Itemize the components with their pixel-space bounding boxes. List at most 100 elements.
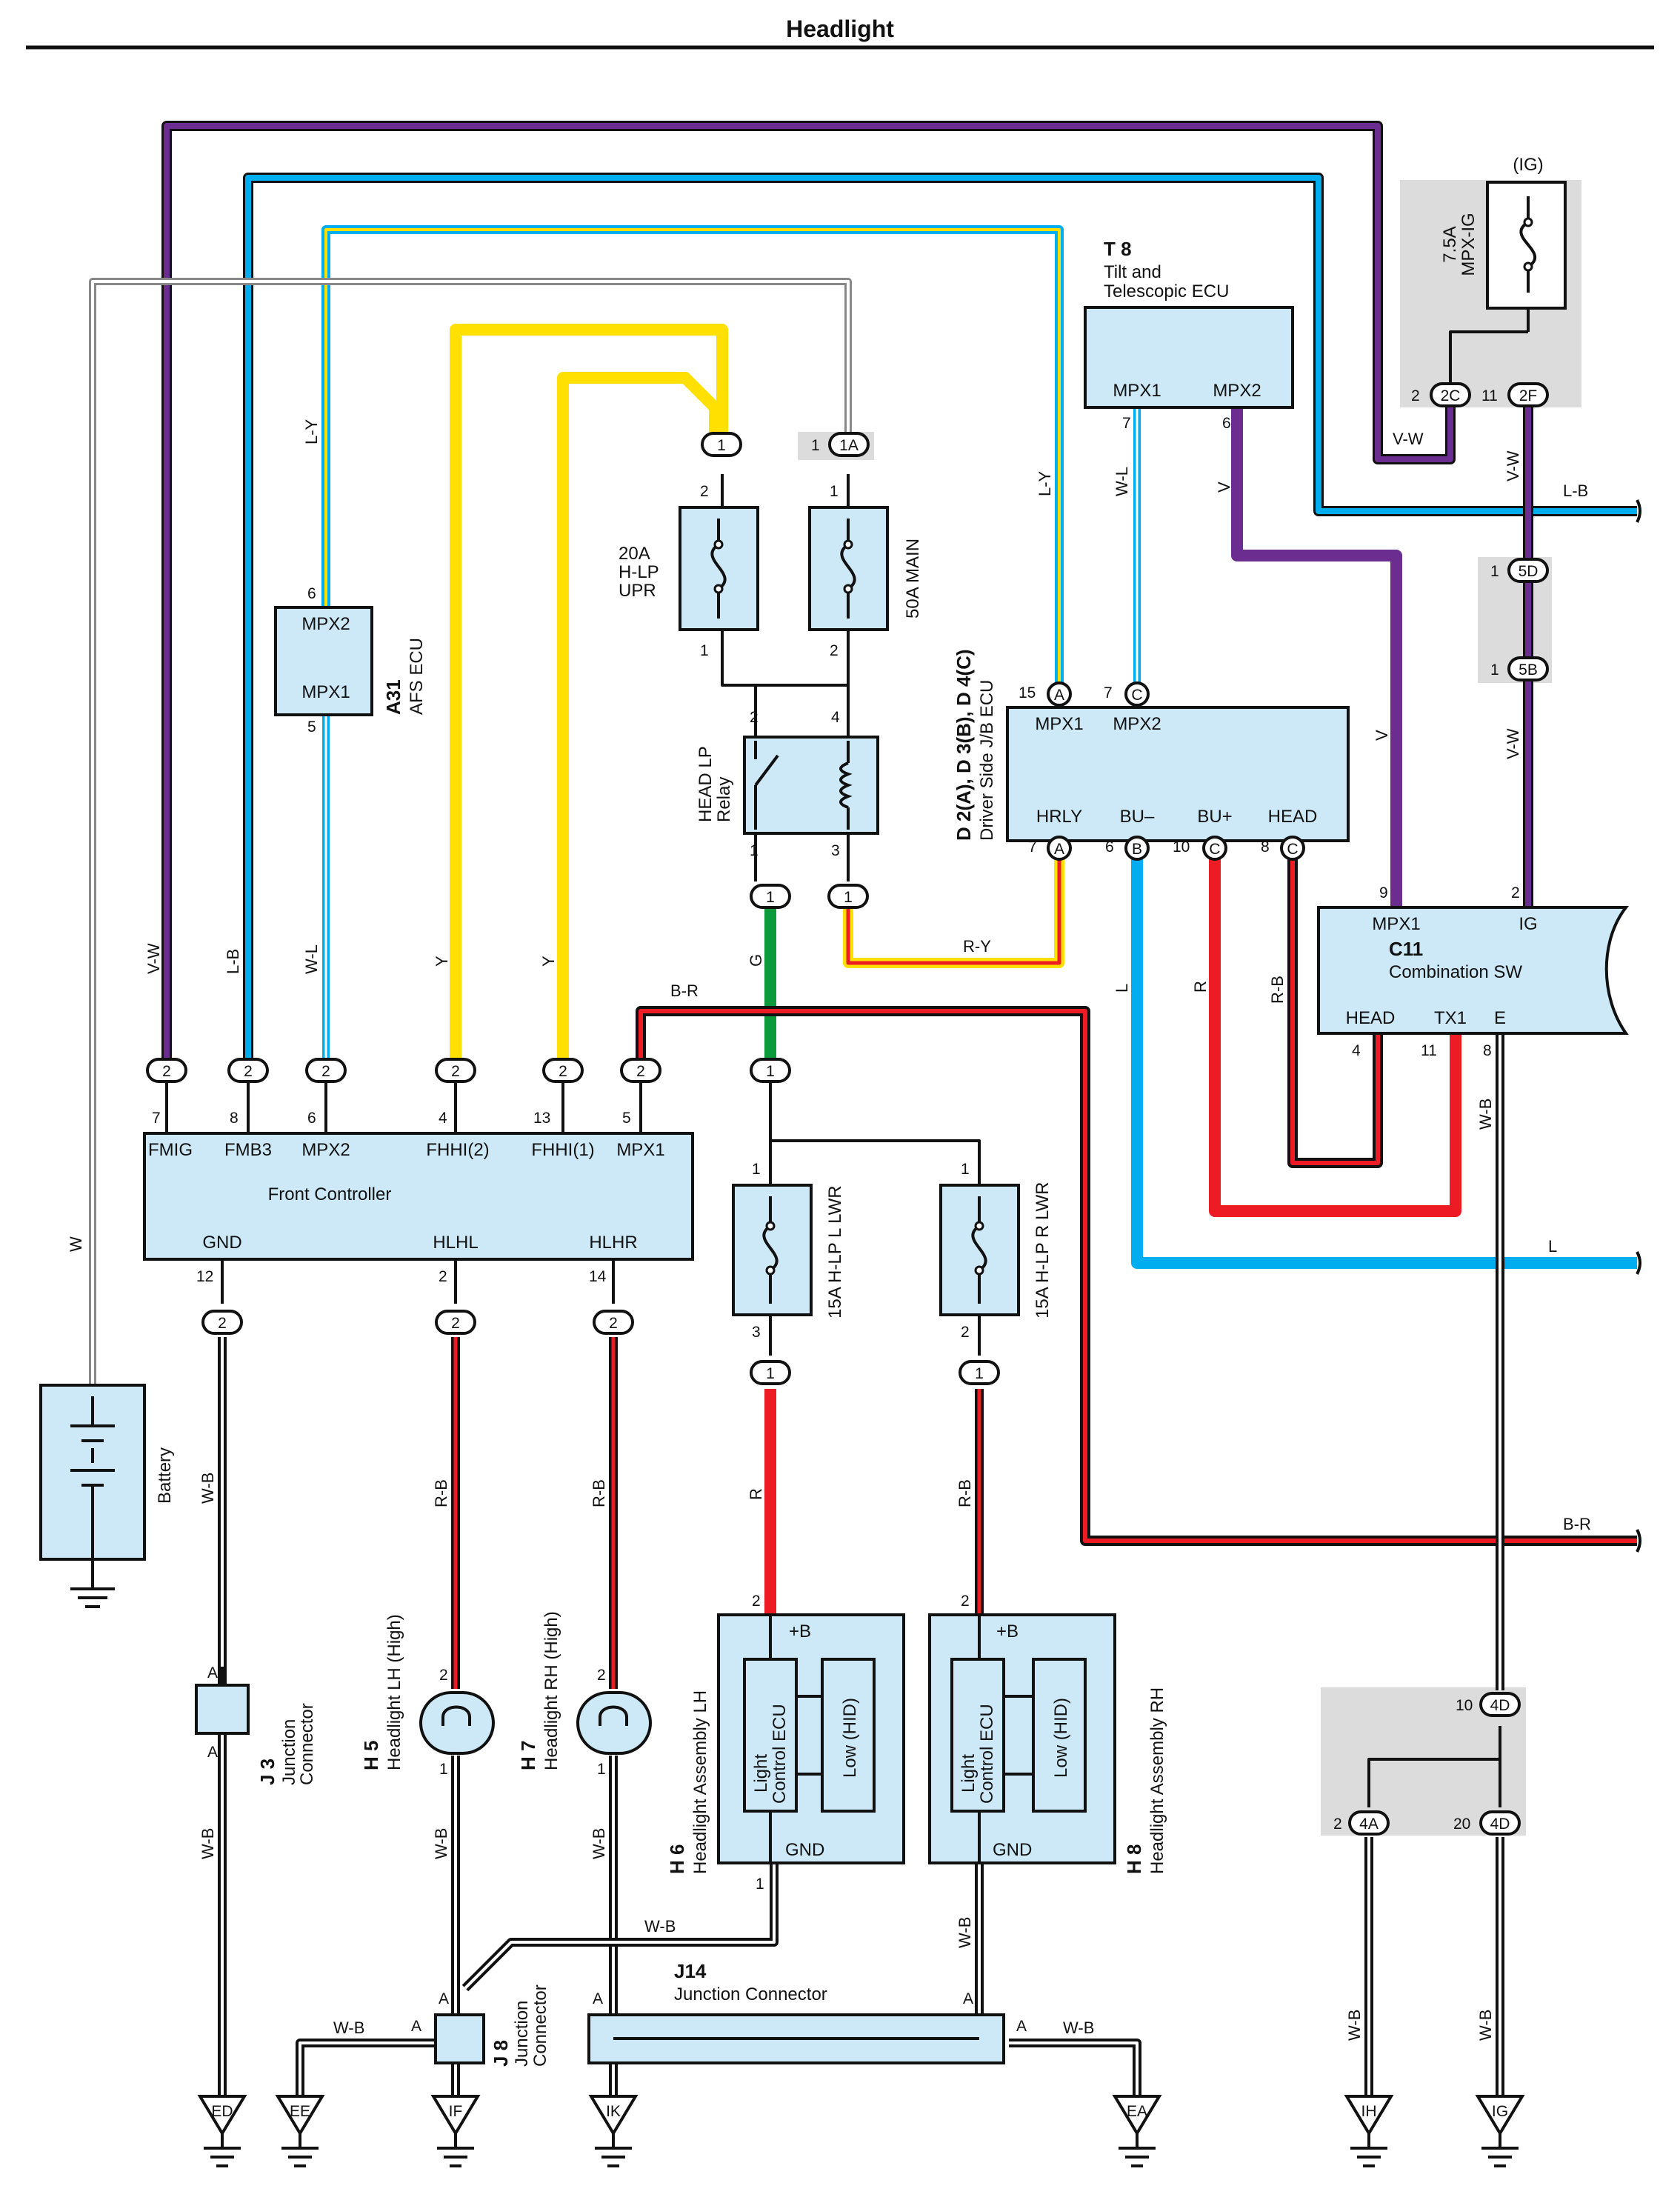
pin-num: 1: [1490, 563, 1499, 580]
pin-num: 3: [831, 842, 840, 859]
wire-label: V-W: [144, 943, 163, 974]
fc-pin-mpx1: MPX1: [616, 1140, 664, 1160]
connector-label: 2: [244, 1063, 253, 1080]
h8-name: Headlight Assembly RH: [1147, 1687, 1167, 1874]
h5-code: H 5: [360, 1741, 382, 1770]
t8-pin-num-6: 6: [1222, 415, 1231, 432]
pin-num: 13: [533, 1110, 550, 1127]
c11-code: C11: [1389, 938, 1423, 960]
h6-low-label: Low (HID): [840, 1698, 860, 1778]
ground-label: IK: [606, 2103, 621, 2120]
jb-pin-mpx2: MPX2: [1113, 714, 1161, 734]
connector-label: 1: [717, 437, 726, 454]
j8-junction-connector: [434, 2013, 485, 2064]
pin-num: 4: [1352, 1042, 1361, 1059]
jb-pin-bu-plus: BU+: [1197, 807, 1232, 827]
c11-pin-mpx1: MPX1: [1372, 914, 1420, 934]
connector-label: 2: [218, 1315, 227, 1332]
t8-pin-mpx2: MPX2: [1213, 381, 1261, 401]
pin-num: 15: [1019, 684, 1036, 701]
connector-jb-a-bottom: A: [1047, 836, 1072, 861]
connector-label: 1: [766, 889, 775, 906]
wire-label: W-B: [1476, 2010, 1495, 2041]
wire-w-b-h6: [461, 1863, 779, 1992]
h6-headlight-assembly-lh: [717, 1613, 905, 1864]
j3-pin-a: A: [207, 1664, 218, 1681]
c11-pin-e: E: [1494, 1008, 1506, 1028]
page-title: Headlight: [786, 16, 894, 42]
j3-name: Junction: [279, 1719, 299, 1785]
wire-r-y: [843, 859, 1064, 968]
ground-label: IG: [1492, 2103, 1508, 2120]
pin-num: 2: [961, 1593, 970, 1610]
wire-label: L-B: [1563, 481, 1588, 500]
ground-ik: IK: [588, 2095, 639, 2167]
j14-pin-a: A: [963, 1990, 973, 2007]
wire-label: R-B: [956, 1479, 974, 1507]
t8-pin-num-7: 7: [1122, 415, 1131, 432]
a31-pin-mpx2: MPX2: [301, 614, 350, 634]
pin-num: 8: [230, 1110, 239, 1127]
wire-label: W-B: [1476, 1099, 1495, 1130]
h5-name: Headlight LH (High): [384, 1614, 404, 1770]
j3-pin-a: A: [207, 1744, 218, 1761]
pin-num: 1: [750, 842, 759, 859]
pin-num: 4: [439, 1110, 447, 1127]
wire-label: L-Y: [302, 419, 321, 444]
wire-label: V: [1215, 481, 1233, 493]
relay-word: Relay: [714, 777, 734, 822]
fc-pin-hlhr: HLHR: [589, 1233, 637, 1253]
h8-code: H 8: [1123, 1844, 1145, 1874]
t8-name1: Tilt and: [1104, 262, 1161, 282]
pin-num: 1: [1490, 661, 1499, 679]
pin-num: 1: [811, 437, 820, 454]
jb-name: Driver Side J/B ECU: [977, 680, 997, 841]
ground-label: IH: [1361, 2103, 1377, 2120]
connector-label: 2C: [1441, 387, 1461, 404]
pin-num: 12: [196, 1268, 213, 1285]
j8-name: Junction: [512, 2001, 532, 2067]
jb-pin-bu-minus: BU–: [1120, 807, 1155, 827]
h6-low-hid: [821, 1658, 876, 1813]
h7-code: H 7: [517, 1741, 539, 1770]
h8-ecu-label1: Light: [959, 1754, 979, 1793]
pin-num: 8: [1483, 1042, 1492, 1059]
pin-num: 2: [439, 1667, 448, 1684]
pin-num: 10: [1456, 1697, 1473, 1714]
fc-pin-gnd: GND: [202, 1233, 241, 1253]
connector-label: C: [1131, 687, 1142, 704]
front-controller-pins: FMIG FMB3 MPX2 FHHI(2) FHHI(1) MPX1 7 8 …: [148, 1110, 665, 1160]
connector-label: 5D: [1519, 563, 1539, 580]
connector-5b: 5B 1: [1490, 656, 1549, 681]
battery-symbol: [70, 1396, 115, 1608]
j8-pin-a: A: [411, 2018, 421, 2035]
c11-combination-sw: [1317, 906, 1630, 1035]
wire-l: [1131, 859, 1637, 1269]
fuse-50a-label: 50A MAIN: [903, 539, 923, 619]
connector-label: 5B: [1519, 661, 1538, 679]
wire-label: W-B: [1345, 2010, 1364, 2041]
ig-fuse-rating: 7.5A: [1440, 226, 1460, 262]
t8-code: T 8: [1104, 238, 1132, 260]
pin-num: 1: [961, 1161, 970, 1178]
connector-label: 2: [162, 1063, 171, 1080]
wire-y-2: [557, 372, 721, 1067]
head-lp-relay: [743, 736, 879, 835]
a31-pin-mpx1: MPX1: [301, 682, 350, 702]
pin-num: 2: [752, 1593, 761, 1610]
pin-num: 2: [597, 1667, 606, 1684]
wire-label: W-B: [199, 1473, 217, 1504]
wire-label: W-B: [1063, 2019, 1094, 2037]
battery-label: Battery: [155, 1447, 175, 1504]
h6-pin-gnd: GND: [785, 1840, 824, 1860]
ground-label: ED: [211, 2103, 233, 2120]
t8-name2: Telescopic ECU: [1104, 281, 1229, 301]
t8-tilt-telescopic-ecu: [1084, 306, 1294, 409]
wire-w-b-ea: [1009, 2039, 1141, 2096]
fc-pin-hlhl: HLHL: [433, 1233, 478, 1253]
ground-label: EA: [1127, 2103, 1147, 2120]
wire-label: W: [67, 1236, 85, 1252]
ground-ih: IH: [1344, 2095, 1394, 2167]
pin-num: 2: [750, 709, 759, 726]
wire-label: L: [1113, 984, 1131, 993]
